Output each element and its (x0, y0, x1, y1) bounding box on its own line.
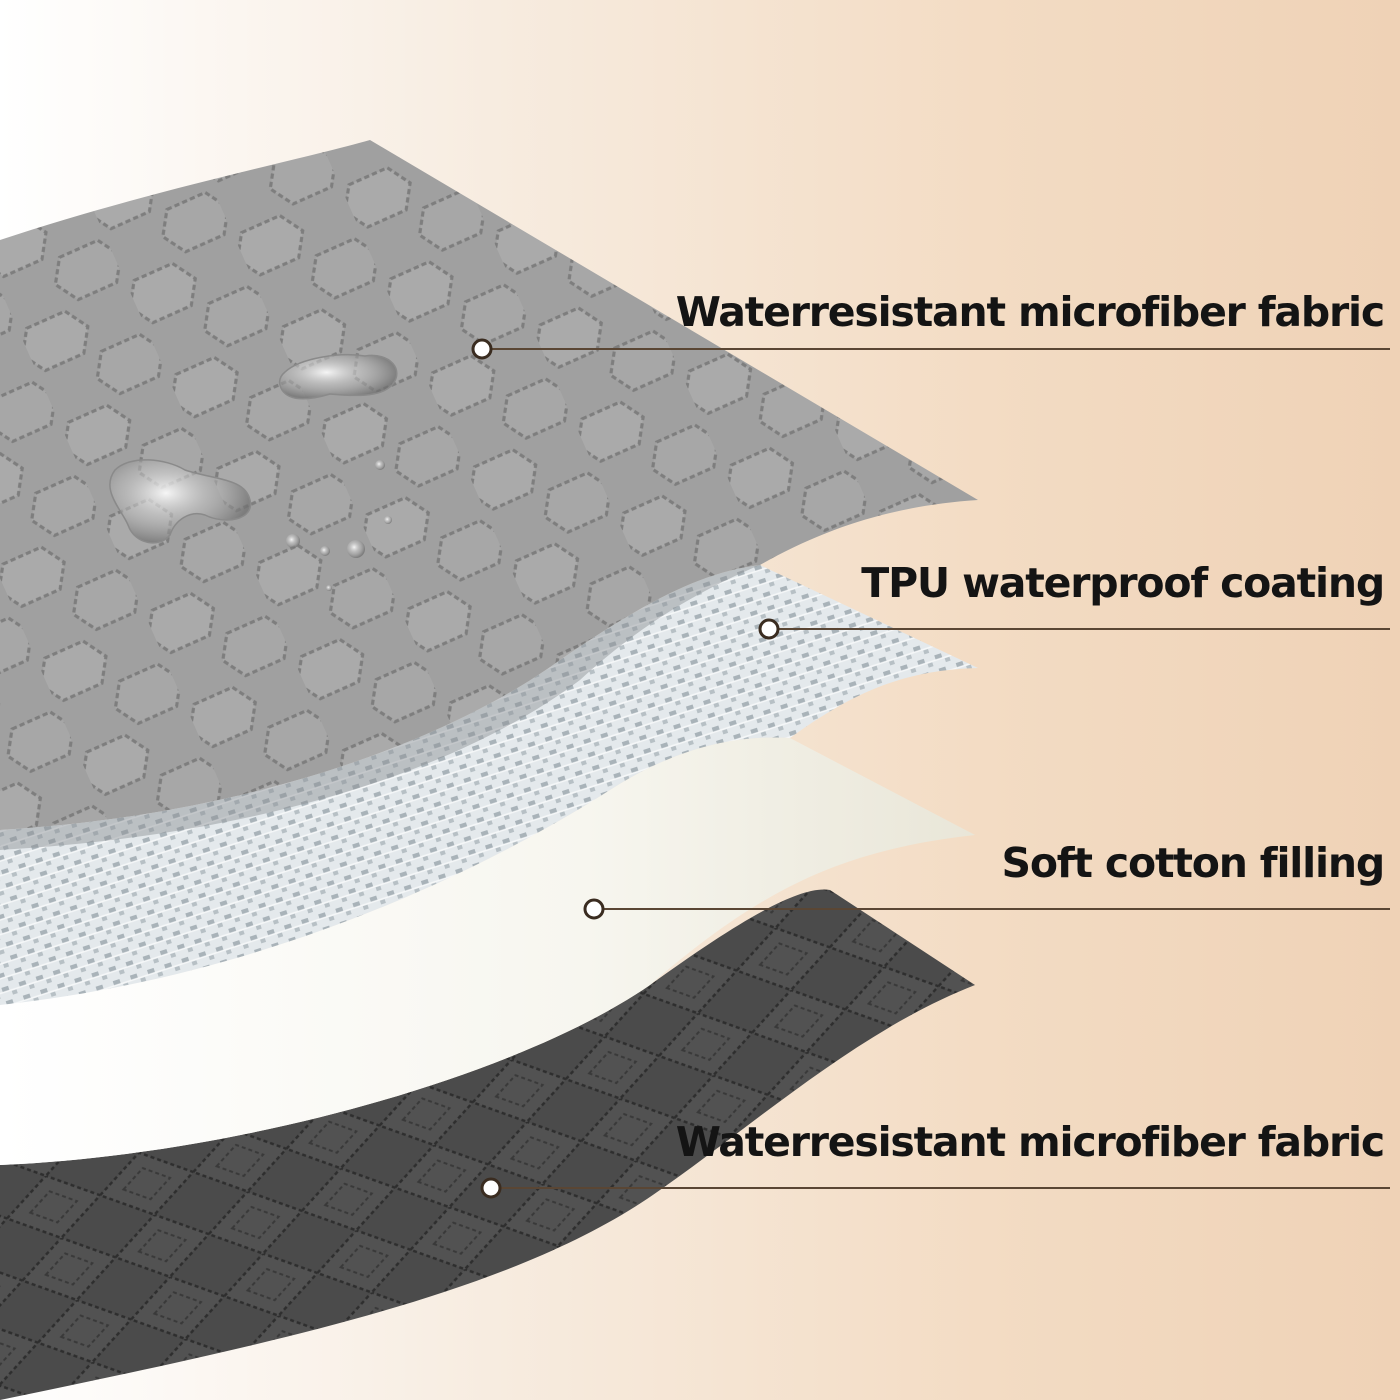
cotton-filling-layer (0, 737, 975, 1165)
callout-2 (758, 618, 1390, 640)
bottom-fabric-layer (0, 889, 975, 1400)
top-fabric-layer (0, 140, 978, 830)
layer-label-cotton-filling: Soft cotton filling (1001, 839, 1386, 887)
layer-label-bottom-fabric: Waterresistant microfiber fabric (675, 1118, 1386, 1166)
top-fabric-shadow (0, 565, 760, 850)
tpu-coating-layer (0, 565, 978, 1005)
callout-3 (583, 898, 1390, 920)
layer-label-top-fabric: Waterresistant microfiber fabric (675, 288, 1386, 336)
layer-label-tpu-coating: TPU waterproof coating (861, 559, 1385, 607)
callout-4 (480, 1177, 1390, 1199)
callout-1 (471, 338, 1390, 360)
water-droplets (109, 354, 398, 591)
